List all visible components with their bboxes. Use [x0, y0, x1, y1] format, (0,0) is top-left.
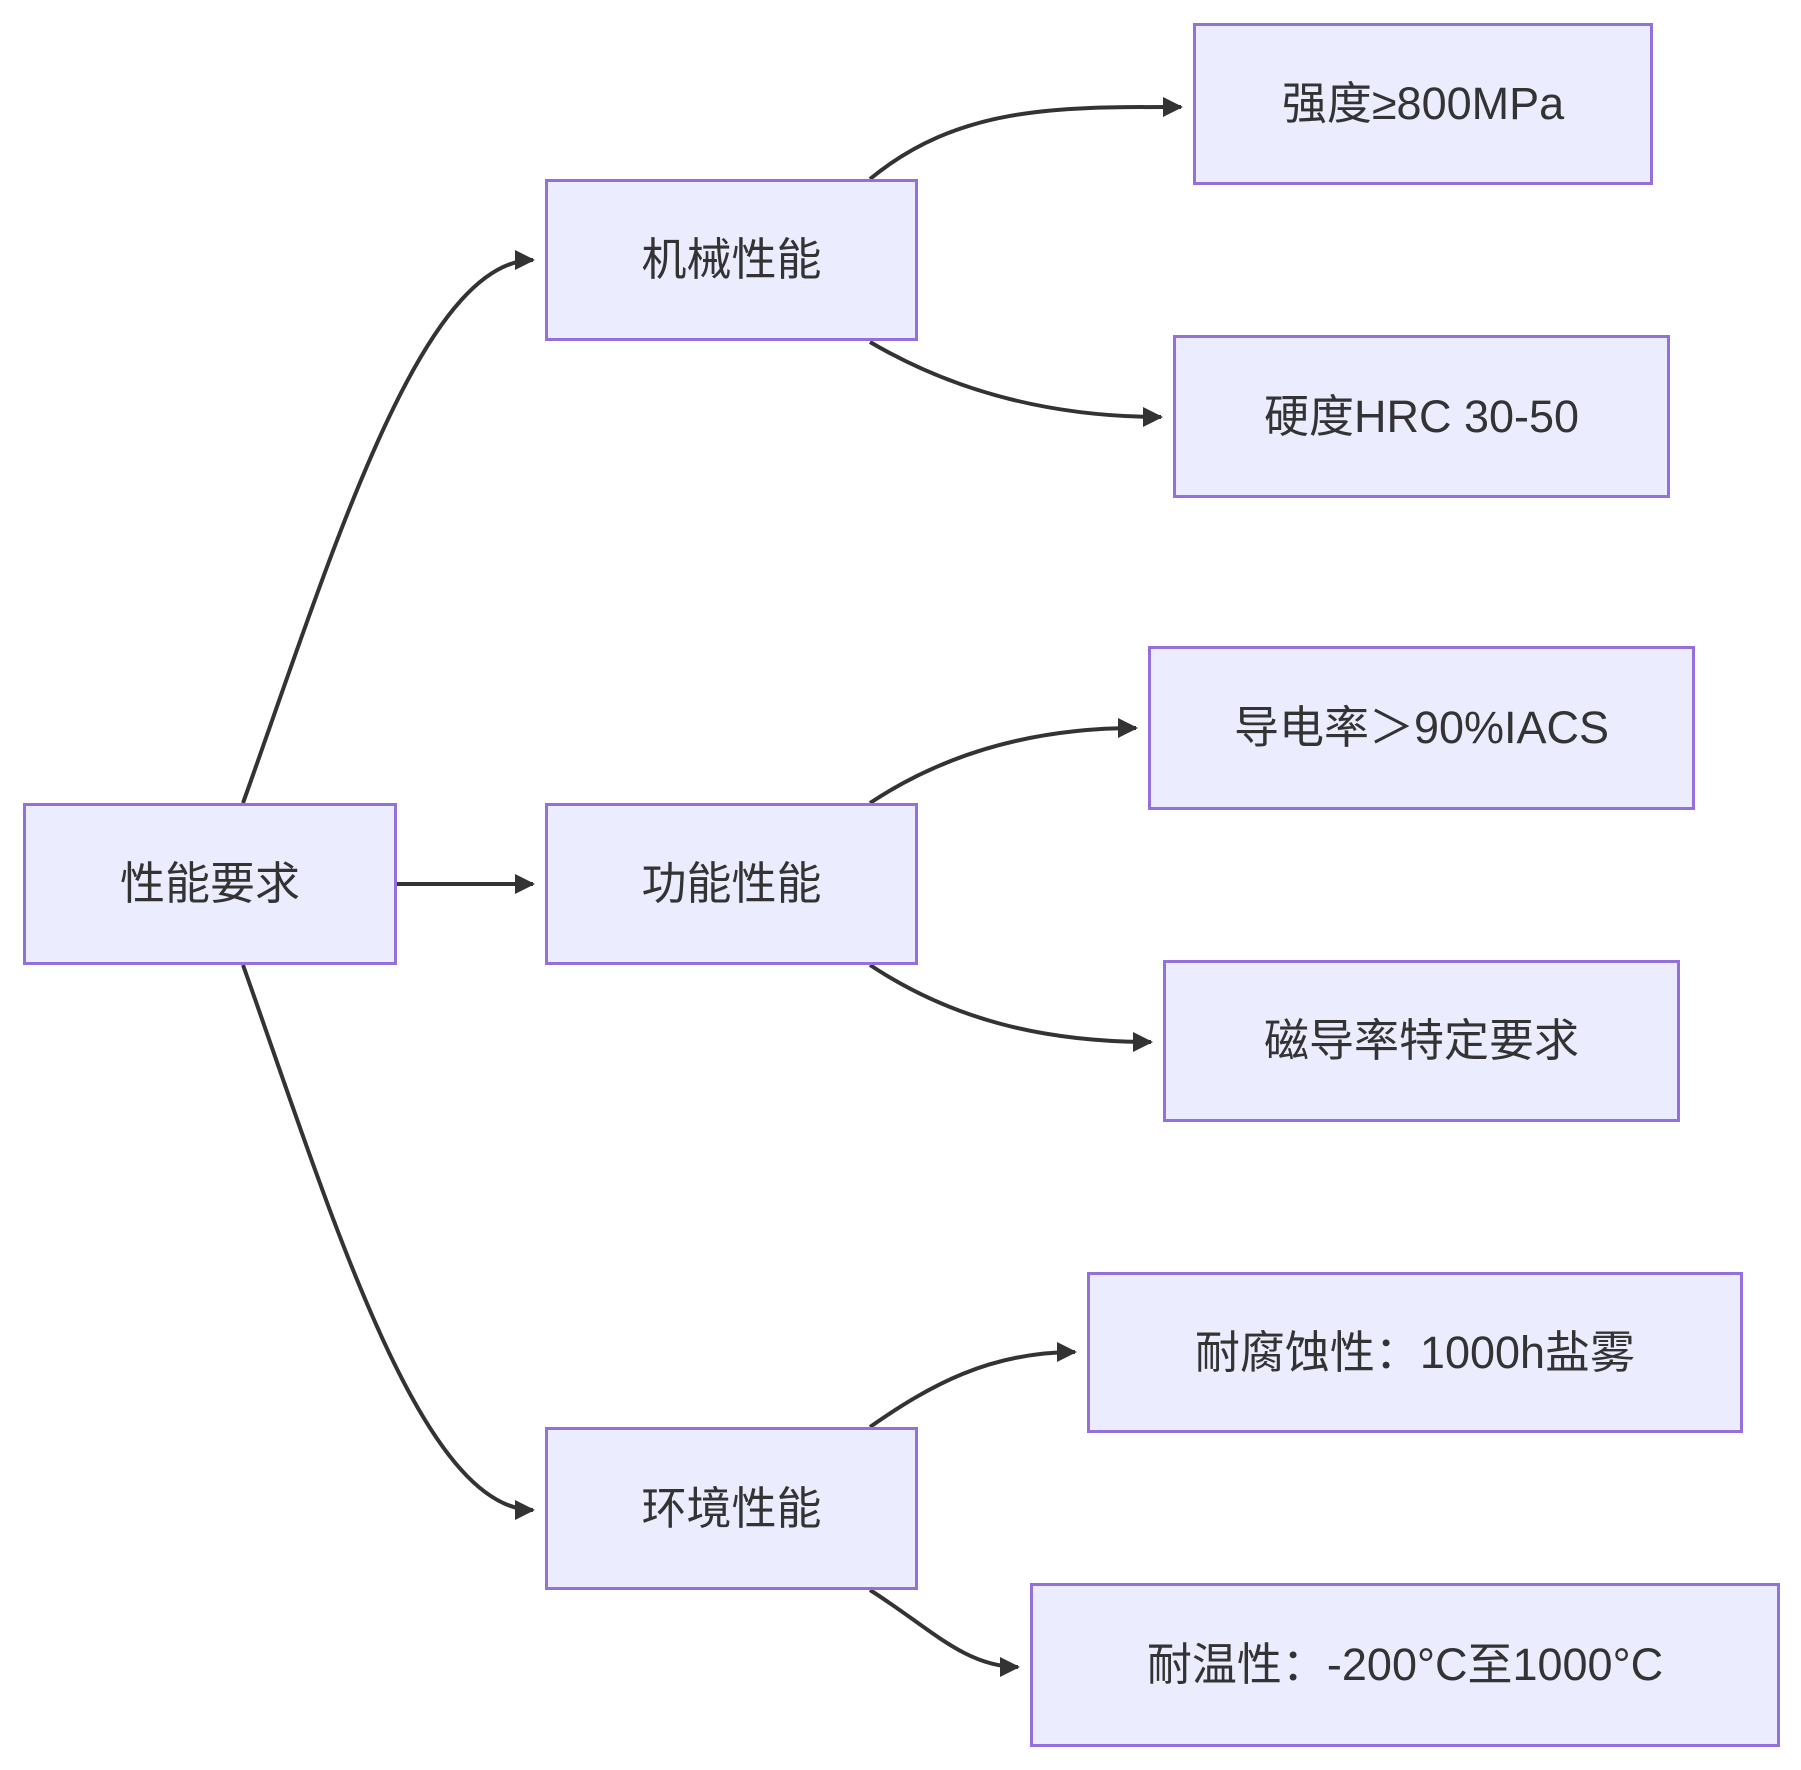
- edge-root-to-mechanical: [241, 250, 535, 804]
- node-hardness-spec: 硬度HRC 30-50: [1173, 335, 1670, 498]
- edge-mechanical-to-hardness: [868, 340, 1163, 427]
- node-performance-requirements: 性能要求: [23, 803, 397, 965]
- node-permeability-spec: 磁导率特定要求: [1163, 960, 1680, 1122]
- node-environmental-performance: 环境性能: [545, 1427, 918, 1590]
- edge-mechanical-to-strength: [868, 96, 1183, 181]
- edge-functional-to-permeability: [868, 963, 1153, 1052]
- node-mechanical-performance: 机械性能: [545, 179, 918, 341]
- node-corrosion-resistance-spec: 耐腐蚀性：1000h盐雾: [1087, 1272, 1743, 1433]
- node-strength-spec: 强度≥800MPa: [1193, 23, 1653, 185]
- edge-root-to-environmental: [241, 964, 535, 1520]
- node-functional-performance: 功能性能: [545, 803, 918, 965]
- edge-functional-to-conductivity: [868, 718, 1138, 805]
- node-conductivity-spec: 导电率＞90%IACS: [1148, 646, 1695, 810]
- edge-environmental-to-corrosion: [868, 1342, 1077, 1429]
- edge-environmental-to-temperature: [868, 1588, 1020, 1677]
- node-temperature-resistance-spec: 耐温性：-200°C至1000°C: [1030, 1583, 1780, 1747]
